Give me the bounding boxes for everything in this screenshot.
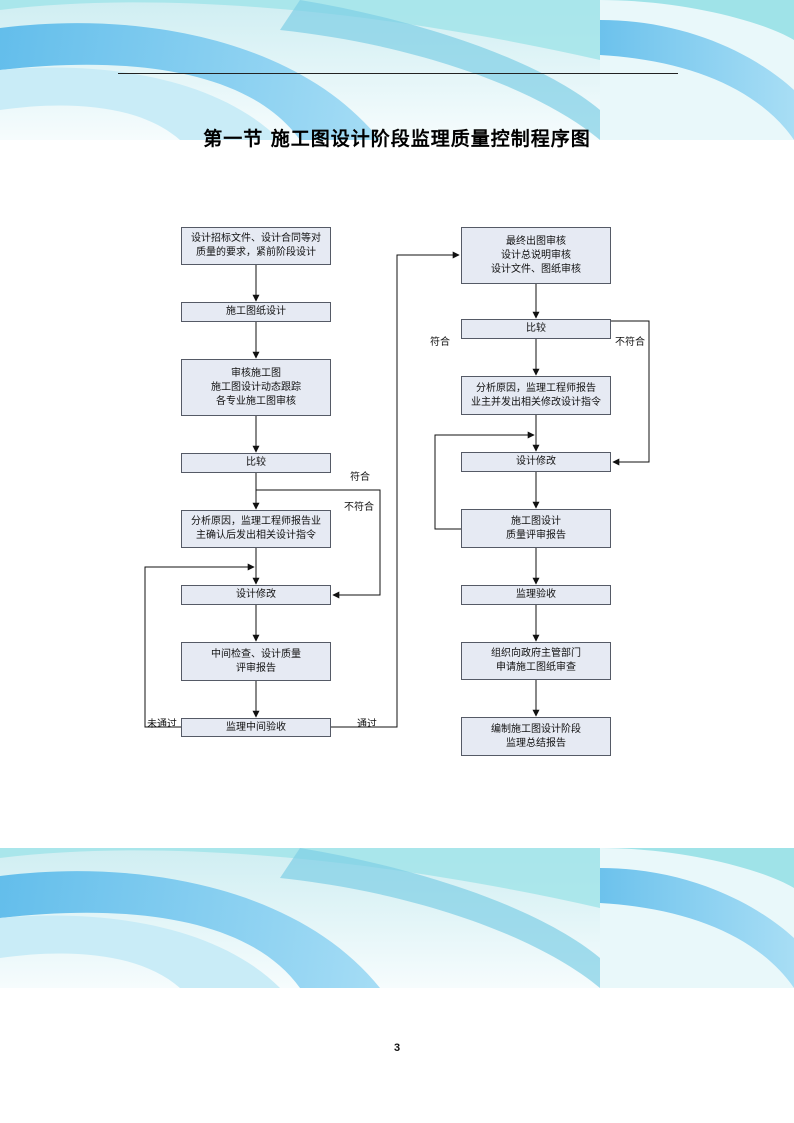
node-design-modify-left: 设计修改: [181, 585, 331, 605]
label-left-nonconform: 不符合: [344, 502, 374, 513]
node-design-modify-right: 设计修改: [461, 452, 611, 472]
node-line: 设计文件、图纸审核: [491, 263, 581, 275]
node-line: 设计总说明审核: [501, 249, 571, 261]
node-line: 审核施工图: [231, 367, 281, 379]
label-left-conform: 符合: [350, 472, 370, 483]
node-line: 各专业施工图审核: [216, 395, 296, 407]
node-line: 编制施工图设计阶段: [491, 723, 581, 735]
node-line: 最终出图审核: [506, 235, 566, 247]
node-quality-report: 施工图设计 质量评审报告: [461, 509, 611, 548]
page-number: 3: [393, 1042, 401, 1054]
node-line: 组织向政府主管部门: [491, 648, 581, 659]
node-line: 监理验收: [516, 589, 556, 600]
node-line: 比较: [246, 457, 266, 468]
label-right-nonconform: 不符合: [615, 337, 645, 348]
node-line: 业主并发出相关修改设计指令: [471, 396, 601, 408]
node-line: 评审报告: [236, 662, 276, 674]
node-line: 设计修改: [236, 589, 276, 600]
node-line: 施工图纸设计: [226, 306, 286, 317]
node-line: 申请施工图纸审查: [496, 662, 576, 673]
node-summary-report: 编制施工图设计阶段 监理总结报告: [461, 717, 611, 756]
footer-wave-band: [0, 848, 794, 988]
node-line: 中间检查、设计质量: [211, 648, 301, 660]
node-line: 设计修改: [516, 456, 556, 467]
node-line: 质量的要求，紧前阶段设计: [196, 247, 316, 258]
label-passed: 通过: [357, 719, 377, 730]
label-not-passed: 未通过: [147, 719, 177, 730]
node-drawing-design: 施工图纸设计: [181, 302, 331, 322]
header-wave-band: [0, 0, 794, 140]
node-line: 监理中间验收: [226, 721, 286, 733]
node-bid-documents: 设计招标文件、设计合同等对 质量的要求，紧前阶段设计: [181, 227, 331, 265]
node-line: 主确认后发出相关设计指令: [196, 530, 316, 541]
header-rule: [118, 73, 678, 74]
node-submit-review: 组织向政府主管部门 申请施工图纸审查: [461, 642, 611, 680]
node-line: 质量评审报告: [506, 529, 566, 541]
page-title: 第一节 施工图设计阶段监理质量控制程序图: [203, 128, 591, 150]
node-line: 分析原因，监理工程师报告: [476, 382, 596, 394]
label-right-conform: 符合: [430, 337, 450, 348]
node-final-acceptance: 监理验收: [461, 585, 611, 605]
node-line: 施工图设计动态跟踪: [211, 381, 301, 393]
node-line: 分析原因，监理工程师报告业: [191, 516, 321, 527]
node-line: 比较: [526, 323, 546, 334]
node-line: 施工图设计: [511, 515, 561, 527]
node-compare-left: 比较: [181, 453, 331, 473]
node-drawing-review: 审核施工图 施工图设计动态跟踪 各专业施工图审核: [181, 359, 331, 416]
node-analyze-right: 分析原因，监理工程师报告 业主并发出相关修改设计指令: [461, 376, 611, 415]
node-line: 设计招标文件、设计合同等对: [191, 233, 321, 244]
node-analyze-left: 分析原因，监理工程师报告业 主确认后发出相关设计指令: [181, 510, 331, 548]
node-midterm-acceptance: 监理中间验收: [181, 718, 331, 737]
node-midterm-check: 中间检查、设计质量 评审报告: [181, 642, 331, 681]
node-final-review: 最终出图审核 设计总说明审核 设计文件、图纸审核: [461, 227, 611, 284]
node-line: 监理总结报告: [506, 737, 566, 749]
node-compare-right: 比较: [461, 319, 611, 339]
